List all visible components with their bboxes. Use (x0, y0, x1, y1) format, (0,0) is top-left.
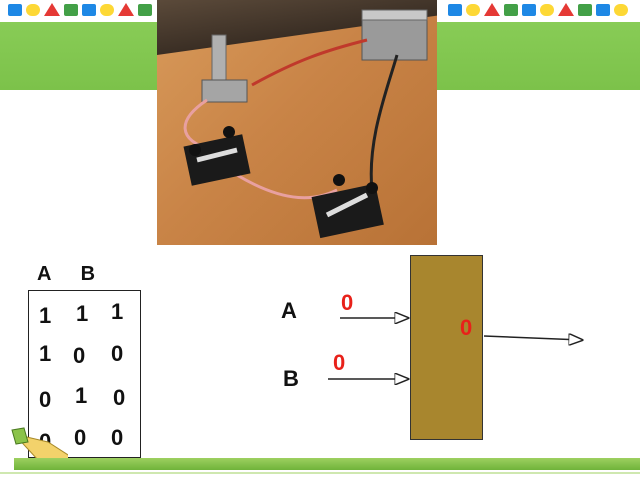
pink-wire (236, 173, 338, 200)
bottom-decorative-bar (14, 458, 640, 470)
table-cell: 1 (111, 299, 124, 324)
green-square-icon (578, 4, 592, 16)
yellow-circle-icon (100, 4, 114, 16)
truth-table: 1 1 1 1 0 0 0 1 0 0 0 0 (28, 290, 141, 458)
green-square-icon (64, 4, 78, 16)
red-triangle-icon (44, 3, 60, 16)
table-cell: 0 (74, 425, 87, 450)
green-square-icon (138, 4, 152, 16)
pencil-icon (11, 427, 68, 460)
red-triangle-icon (484, 3, 500, 16)
switch-a-icon (183, 126, 251, 186)
blue-square-icon (8, 4, 22, 16)
table-cell: 1 (76, 301, 89, 326)
column-header-b: B (80, 263, 96, 285)
table-cell: 0 (111, 425, 124, 450)
switch-b-icon (311, 174, 384, 239)
yellow-circle-icon (466, 4, 480, 16)
output-line (483, 336, 582, 340)
circuit-apparatus (183, 9, 428, 239)
table-cell: 1 (39, 303, 52, 328)
table-cell: 1 (39, 341, 52, 366)
column-header-a: A (37, 263, 52, 285)
blue-square-icon (522, 4, 536, 16)
yellow-circle-icon (26, 4, 40, 16)
bottom-decorative-line (0, 472, 640, 474)
table-cell: 0 (39, 387, 52, 412)
table-cell: 1 (75, 383, 88, 408)
red-wire (251, 38, 368, 87)
red-triangle-icon (118, 3, 134, 16)
blue-square-icon (448, 4, 462, 16)
yellow-circle-icon (614, 4, 628, 16)
input-a-label: A (281, 298, 297, 323)
blue-square-icon (82, 4, 96, 16)
blue-square-icon (596, 4, 610, 16)
table-cell: 0 (113, 385, 126, 410)
battery-box-icon (361, 14, 428, 61)
red-triangle-icon (558, 3, 574, 16)
circuit-photo (157, 0, 437, 245)
logic-gate-box (410, 255, 483, 440)
truth-table-header: A B (37, 263, 119, 286)
yellow-circle-icon (540, 4, 554, 16)
input-a-value: 0 (341, 290, 354, 315)
black-wire (369, 54, 399, 191)
table-cell: 0 (73, 343, 86, 368)
green-square-icon (504, 4, 518, 16)
output-value: 0 (460, 315, 473, 340)
table-cell: 0 (111, 341, 124, 366)
input-b-value: 0 (333, 350, 346, 375)
input-b-label: B (283, 366, 299, 391)
